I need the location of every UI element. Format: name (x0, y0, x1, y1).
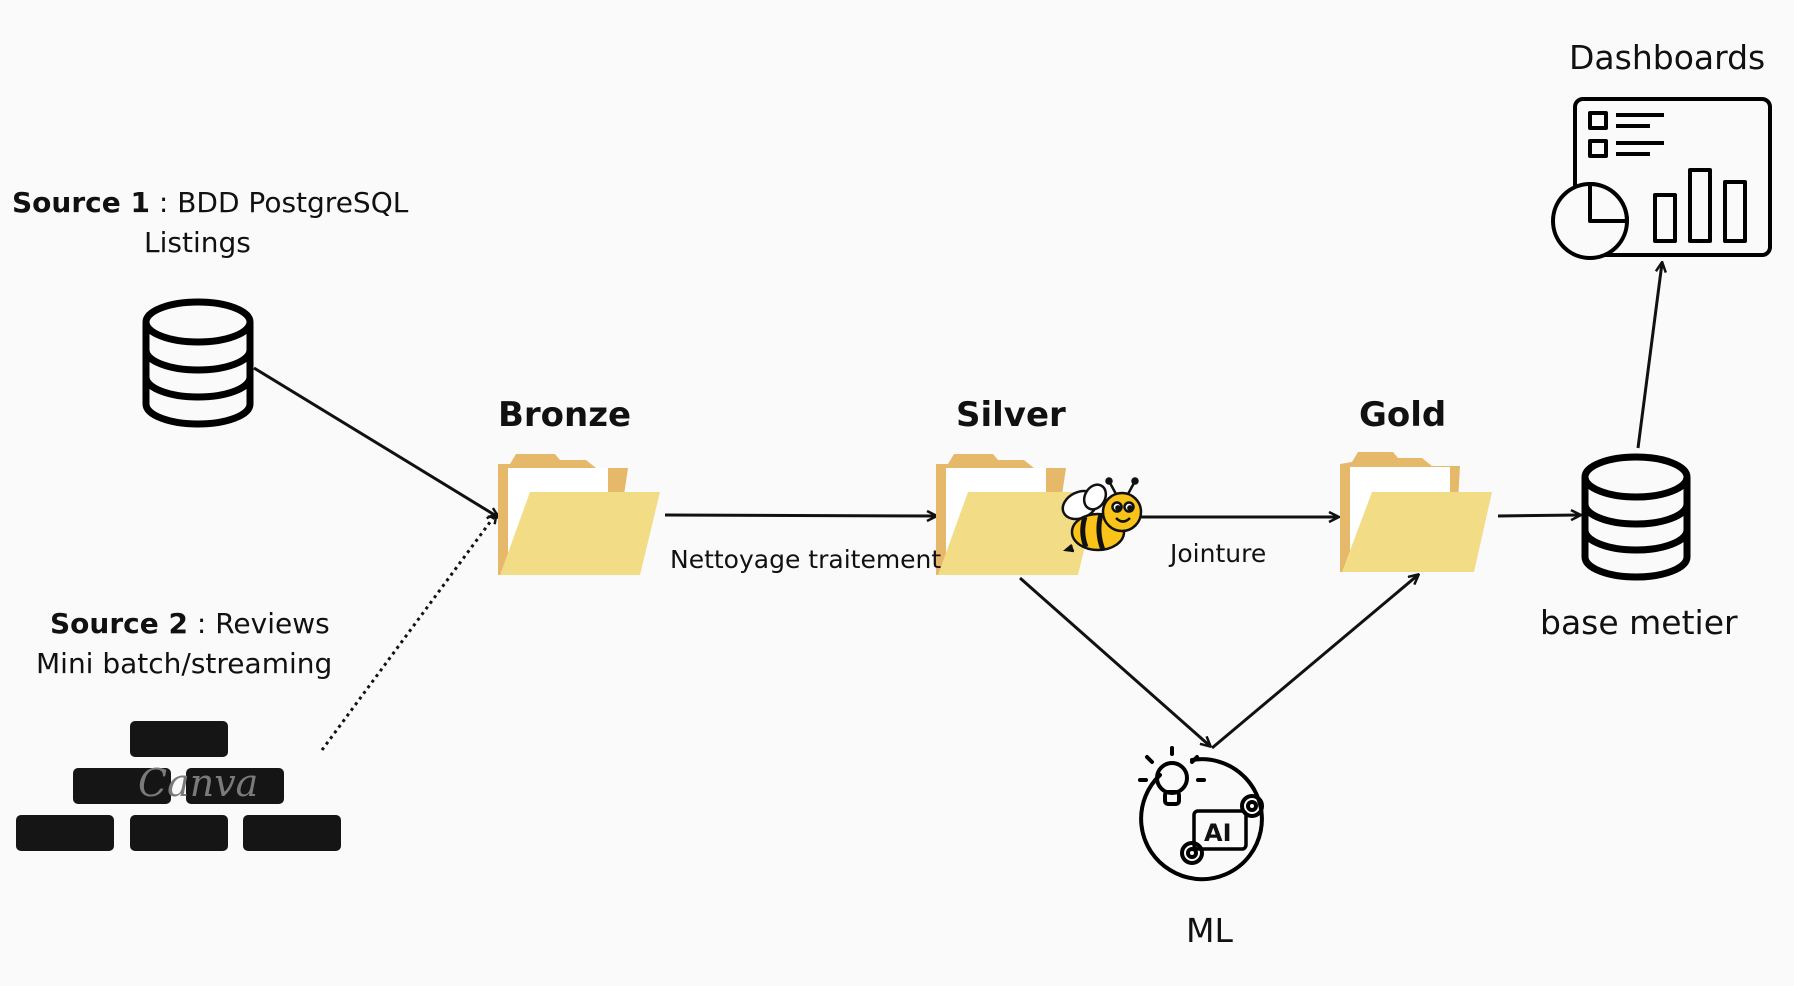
gold-title: Gold (1359, 395, 1446, 435)
source2-label: Source 2 : Reviews (50, 607, 330, 640)
ai-ml-icon (1138, 746, 1264, 882)
source2-description: : Reviews (188, 607, 330, 640)
folder-icon (498, 454, 660, 575)
canva-watermark: Canva (138, 761, 258, 805)
database-icon (142, 298, 254, 428)
source2-block: Source 2 : Reviews Mini batch/streaming … (16, 607, 341, 851)
source2-name: Source 2 (50, 607, 188, 640)
edge-label-jointure: Jointure (1168, 539, 1266, 568)
ml-label: ML (1186, 911, 1233, 950)
bronze-title: Bronze (498, 395, 631, 435)
database-icon (1581, 453, 1691, 581)
ml-block: AI ML (1138, 746, 1264, 950)
source1-name: Source 1 (12, 186, 150, 219)
ml-ai-badge: AI (1204, 819, 1232, 847)
source1-description: : BDD PostgreSQL (150, 186, 409, 219)
source1-sublabel: Listings (144, 226, 251, 259)
edge-gold-to-base (1497, 515, 1580, 516)
edge-bronze-to-silver (664, 515, 936, 516)
source1-block: Source 1 : BDD PostgreSQL Listings (12, 186, 409, 428)
edge-base-to-dashboards (1636, 263, 1662, 449)
base-metier-block: base metier (1540, 453, 1738, 642)
source2-sublabel: Mini batch/streaming (36, 647, 332, 680)
silver-title: Silver (956, 395, 1066, 435)
folder-icon (1340, 452, 1492, 572)
base-metier-label: base metier (1540, 603, 1738, 642)
folder-icon (936, 454, 1098, 575)
bronze-layer: Bronze (498, 395, 660, 575)
dashboards-block: Dashboards (1551, 38, 1772, 260)
edge-silver-to-ml (1019, 576, 1210, 746)
gold-layer: Gold (1340, 395, 1492, 572)
streaming-bricks-icon (16, 721, 341, 851)
source1-label: Source 1 : BDD PostgreSQL (12, 186, 409, 219)
silver-layer: Silver (936, 395, 1143, 575)
edge-ml-to-gold (1211, 575, 1418, 750)
edge-source2-to-bronze (320, 514, 496, 751)
dashboards-label: Dashboards (1569, 38, 1765, 77)
edges (253, 263, 1662, 751)
edge-label-nettoyage: Nettoyage traitement (670, 545, 941, 574)
dashboard-icon (1551, 97, 1772, 260)
edge-source1-to-bronze (253, 366, 498, 517)
bee-icon (1061, 477, 1143, 553)
